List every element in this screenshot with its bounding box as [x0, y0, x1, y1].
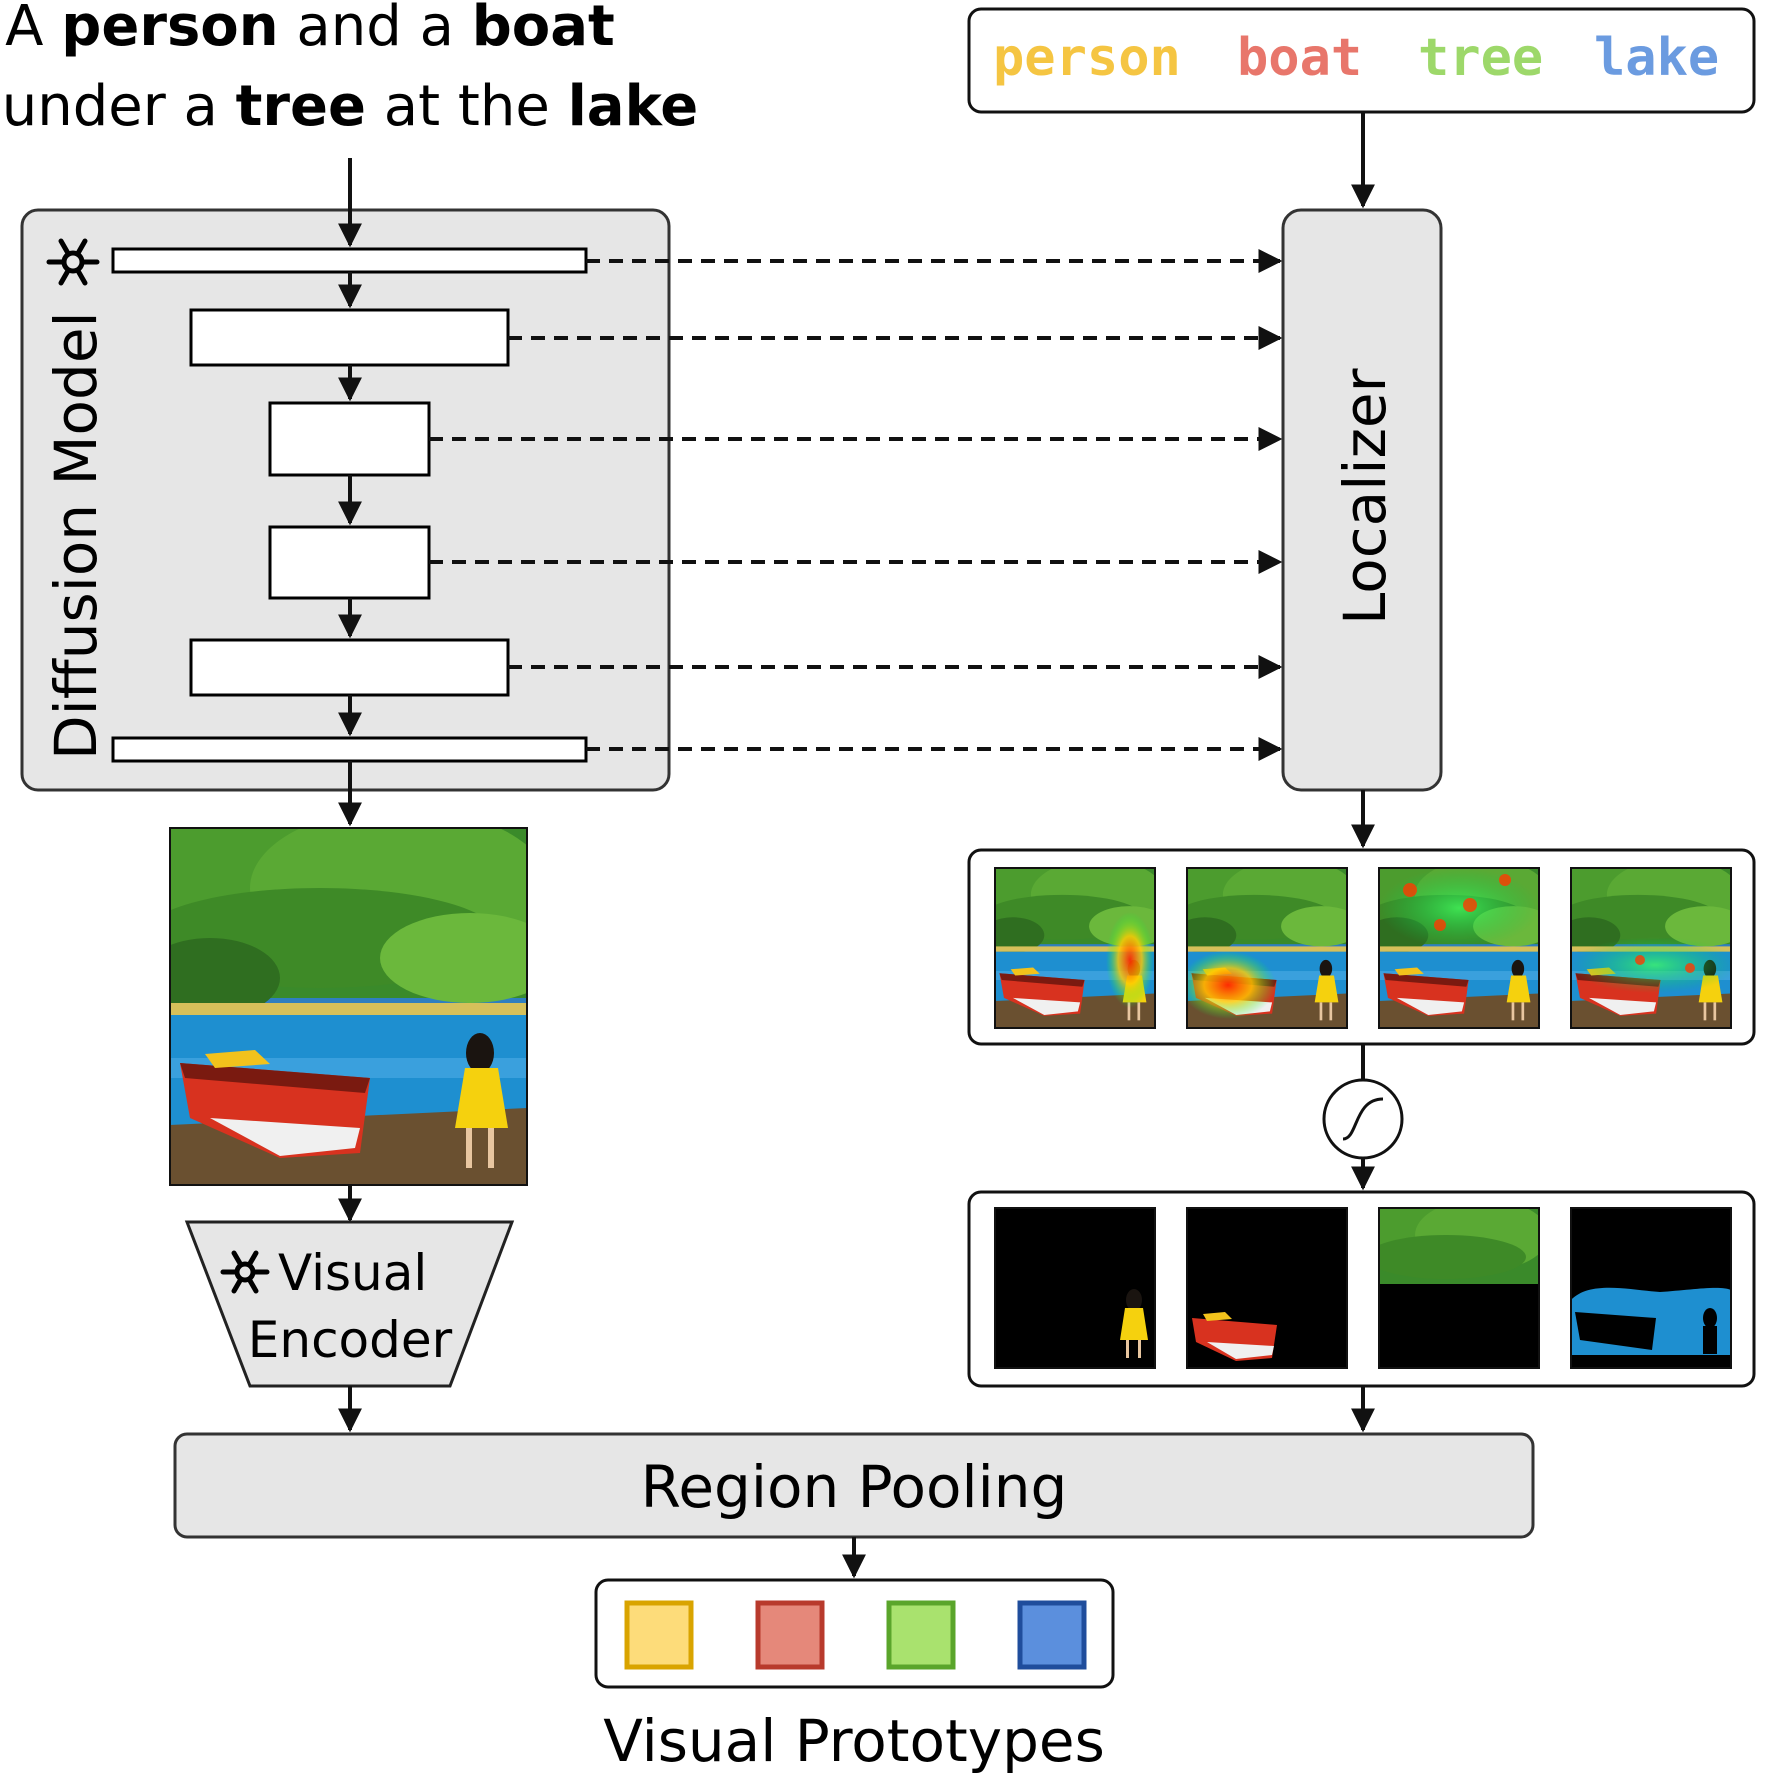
- token-lake: lake: [1594, 28, 1719, 88]
- caption-word: A: [5, 0, 62, 59]
- caption-line-1: A person and a boat: [0, 0, 620, 59]
- prototype-box: [594, 1578, 1115, 1689]
- caption-word: at the: [366, 74, 568, 139]
- localizer-label: Localizer: [1331, 368, 1399, 625]
- snowflake-icon: [46, 238, 100, 286]
- caption-word: under a: [1, 74, 236, 139]
- heatmap-person: [995, 868, 1155, 1028]
- region-pooling-label: Region Pooling: [641, 1453, 1068, 1521]
- prototype-swatch-tree: [886, 1600, 956, 1670]
- diffusion-model-label: Diffusion Model: [42, 311, 110, 760]
- caption-line-2: under a tree at the lake: [0, 74, 700, 139]
- heatmap-boat: [1187, 868, 1347, 1028]
- diffusion-layer: [268, 401, 431, 477]
- caption-word-tree: tree: [235, 74, 366, 139]
- diffusion-model-panel: [20, 208, 671, 792]
- heatmap-lake: [1571, 868, 1731, 1028]
- snowflake-icon: [220, 1250, 270, 1294]
- caption-word-person: person: [61, 0, 279, 59]
- diffusion-layer: [189, 638, 510, 697]
- caption-word-boat: boat: [471, 0, 615, 59]
- diffusion-layer: [268, 525, 431, 600]
- visual-encoder-block: [184, 1220, 515, 1388]
- caption-word-lake: lake: [567, 74, 699, 139]
- visual-prototypes-label: Visual Prototypes: [603, 1707, 1105, 1775]
- mask-frames: [994, 1207, 1732, 1369]
- token-boat: boat: [1237, 28, 1362, 88]
- visual-encoder-label-2: Encoder: [248, 1311, 453, 1369]
- caption-word: and a: [278, 0, 472, 59]
- diffusion-layer: [111, 736, 588, 763]
- heatmap-tree: [1379, 868, 1539, 1028]
- diffusion-layer: [111, 247, 588, 274]
- sigmoid-icon: [1322, 1078, 1404, 1160]
- visual-encoder-label-1: Visual: [278, 1244, 427, 1302]
- generated-image: [170, 828, 527, 1185]
- mask-boat: [1187, 1208, 1347, 1368]
- prototype-swatches: [624, 1600, 1087, 1670]
- sigmoid-curve: [1342, 1097, 1384, 1141]
- mask-tree: [1379, 1208, 1539, 1368]
- prototype-swatch-person: [624, 1600, 694, 1670]
- heatmap-frames: [994, 867, 1732, 1029]
- prototype-swatch-lake: [1017, 1600, 1087, 1670]
- token-tree: tree: [1418, 28, 1543, 88]
- mask-person: [995, 1208, 1155, 1368]
- feature-dashed-arrows: [429, 249, 1283, 761]
- diffusion-layer: [189, 308, 510, 367]
- token-person: person: [993, 28, 1181, 88]
- prototype-swatch-boat: [755, 1600, 825, 1670]
- mask-lake: [1571, 1208, 1731, 1368]
